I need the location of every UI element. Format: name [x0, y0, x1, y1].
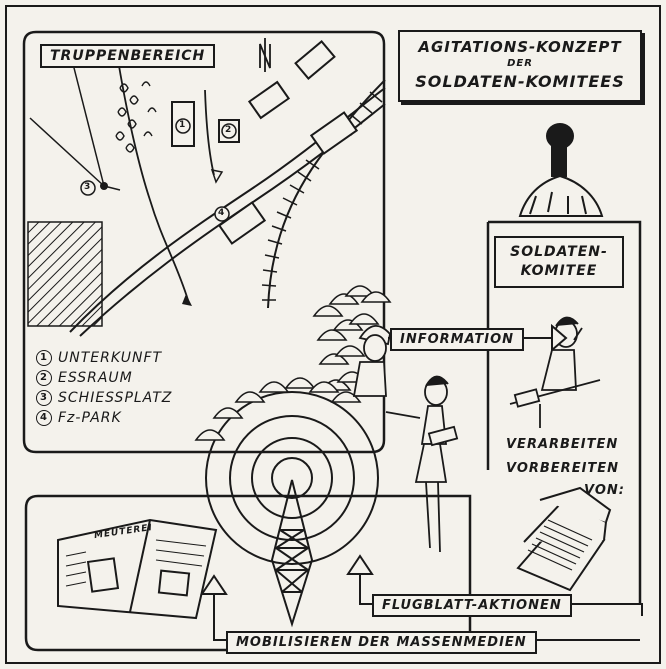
legend-item: 4 Fz-PARK	[36, 408, 172, 428]
committee-label-line-2: KOMITEE	[496, 262, 622, 281]
hatched-area	[28, 222, 102, 326]
shooting-range	[30, 60, 120, 190]
map-marker-3: 3	[84, 183, 91, 192]
legend-item: 2 ESSRAUM	[36, 368, 172, 388]
fist-on-hill-icon	[520, 124, 602, 216]
legend-text: ESSRAUM	[58, 370, 133, 386]
title-line-2: DER	[400, 58, 640, 69]
radio-tower-icon	[272, 480, 312, 624]
title-line-1: AGITATIONS-KONZEPT	[400, 38, 640, 56]
legend-number: 4	[36, 410, 52, 426]
flyer-actions-label: FLUGBLATT-AKTIONEN	[372, 594, 572, 617]
railway	[268, 80, 385, 308]
legend-item: 1 UNTERKUNFT	[36, 348, 172, 368]
process-line-3: VON:	[584, 484, 625, 497]
committee-label: SOLDATEN- KOMITEE	[494, 236, 624, 288]
information-label: INFORMATION	[390, 328, 524, 351]
map-legend: 1 UNTERKUNFT 2 ESSRAUM 3 SCHIESSPLATZ 4 …	[36, 348, 172, 428]
north-arrow-icon	[260, 38, 270, 72]
woman-figure	[386, 376, 457, 552]
legend-number: 2	[36, 370, 52, 386]
title-box: AGITATIONS-KONZEPT DER SOLDATEN-KOMITEES	[398, 30, 642, 102]
committee-label-line-1: SOLDATEN-	[496, 243, 622, 262]
legend-text: SCHIESSPLATZ	[58, 390, 172, 406]
flyer-arrowhead-icon	[348, 556, 372, 574]
trees	[116, 82, 156, 152]
printing-machine-icon	[518, 488, 610, 590]
legend-text: UNTERKUNFT	[58, 350, 162, 366]
map-marker-4: 4	[218, 209, 225, 218]
mass-media-label: MOBILISIEREN DER MASSENMEDIEN	[226, 631, 537, 654]
map-marker-1: 1	[179, 121, 186, 130]
map-marker-2: 2	[225, 126, 232, 135]
legend-number: 1	[36, 350, 52, 366]
side-road	[118, 60, 188, 300]
process-line-2: VORBEREITEN	[506, 462, 619, 475]
legend-number: 3	[36, 390, 52, 406]
legend-text: Fz-PARK	[58, 410, 122, 426]
map-label: TRUPPENBEREICH	[40, 44, 215, 68]
process-line-1: VERARBEITEN	[506, 438, 618, 451]
legend-item: 3 SCHIESSPLATZ	[36, 388, 172, 408]
title-line-3: SOLDATEN-KOMITEES	[400, 72, 640, 91]
